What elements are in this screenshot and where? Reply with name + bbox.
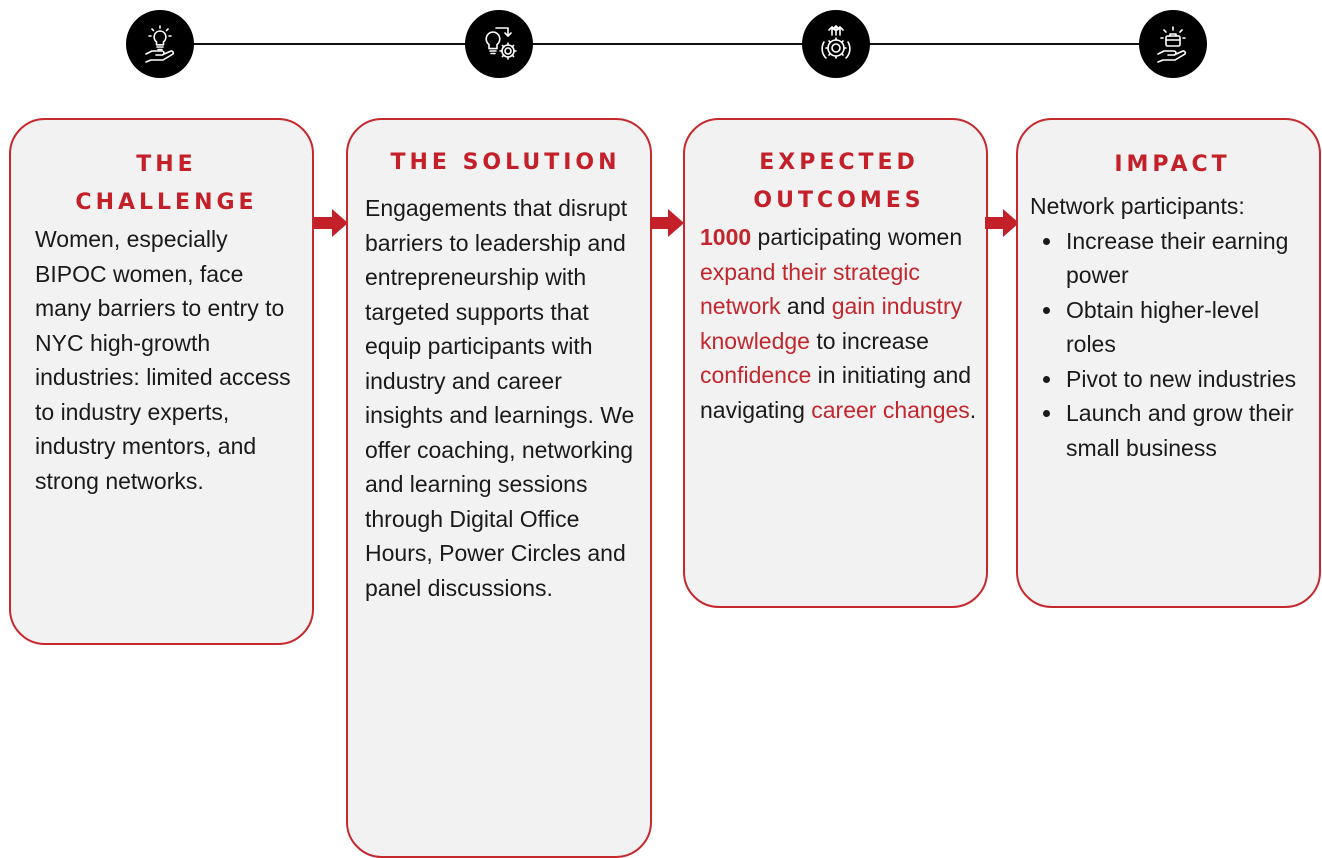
arrow-right-icon — [650, 209, 684, 237]
outcomes-text: . — [969, 396, 977, 423]
outcomes-text: participating women — [751, 224, 963, 250]
outcomes-body: 1000 participating women expand their st… — [700, 220, 978, 427]
outcomes-highlight: gain industry knowledge — [700, 293, 963, 354]
outcomes-highlight: expand their strategic network — [700, 258, 920, 320]
list-item: Increase their earning power — [1064, 224, 1315, 293]
outcomes-title: EXPECTED OUTCOMES — [700, 144, 978, 220]
outcomes-text: and — [780, 293, 832, 319]
impact-intro: Network participants: — [1030, 193, 1245, 219]
challenge-card: THE CHALLENGE Women, especially BIPOC wo… — [9, 118, 314, 645]
challenge-title-line2: CHALLENGE — [75, 190, 258, 215]
solution-body: Engagements that disrupt barriers to lea… — [365, 195, 635, 601]
list-item: Pivot to new industries — [1064, 362, 1315, 397]
list-item: Obtain higher-level roles — [1064, 293, 1315, 362]
outcomes-text: in initiating and navigating — [700, 362, 972, 423]
briefcase-hand-icon — [1139, 10, 1207, 78]
arrow-right-icon — [314, 209, 348, 237]
lightbulb-gear-icon — [465, 10, 533, 78]
challenge-body: Women, especially BIPOC women, face many… — [35, 226, 291, 494]
lightbulb-hand-icon — [126, 10, 194, 78]
outcomes-title-line2: OUTCOMES — [753, 188, 925, 213]
list-item: Launch and grow their small business — [1064, 396, 1315, 465]
outcomes-highlight: career changes — [811, 396, 970, 423]
challenge-title: THE CHALLENGE — [35, 146, 298, 222]
gear-arrows-icon — [802, 10, 870, 78]
outcomes-title-line1: EXPECTED — [759, 150, 919, 175]
arrow-right-icon — [985, 209, 1019, 237]
outcomes-number: 1000 — [700, 224, 752, 250]
solution-card: THE SOLUTION Engagements that disrupt ba… — [346, 118, 652, 858]
impact-list: Increase their earning power Obtain high… — [1030, 224, 1315, 466]
solution-title: THE SOLUTION — [390, 150, 621, 175]
challenge-title-line1: THE — [136, 152, 197, 177]
timeline-connector — [160, 43, 1170, 45]
impact-title: IMPACT — [1114, 152, 1231, 177]
outcomes-text: to increase — [809, 327, 929, 354]
impact-card: IMPACT Network participants: Increase th… — [1016, 118, 1321, 608]
outcomes-card: EXPECTED OUTCOMES 1000 participating wom… — [683, 118, 988, 608]
outcomes-highlight: confidence — [700, 362, 812, 388]
